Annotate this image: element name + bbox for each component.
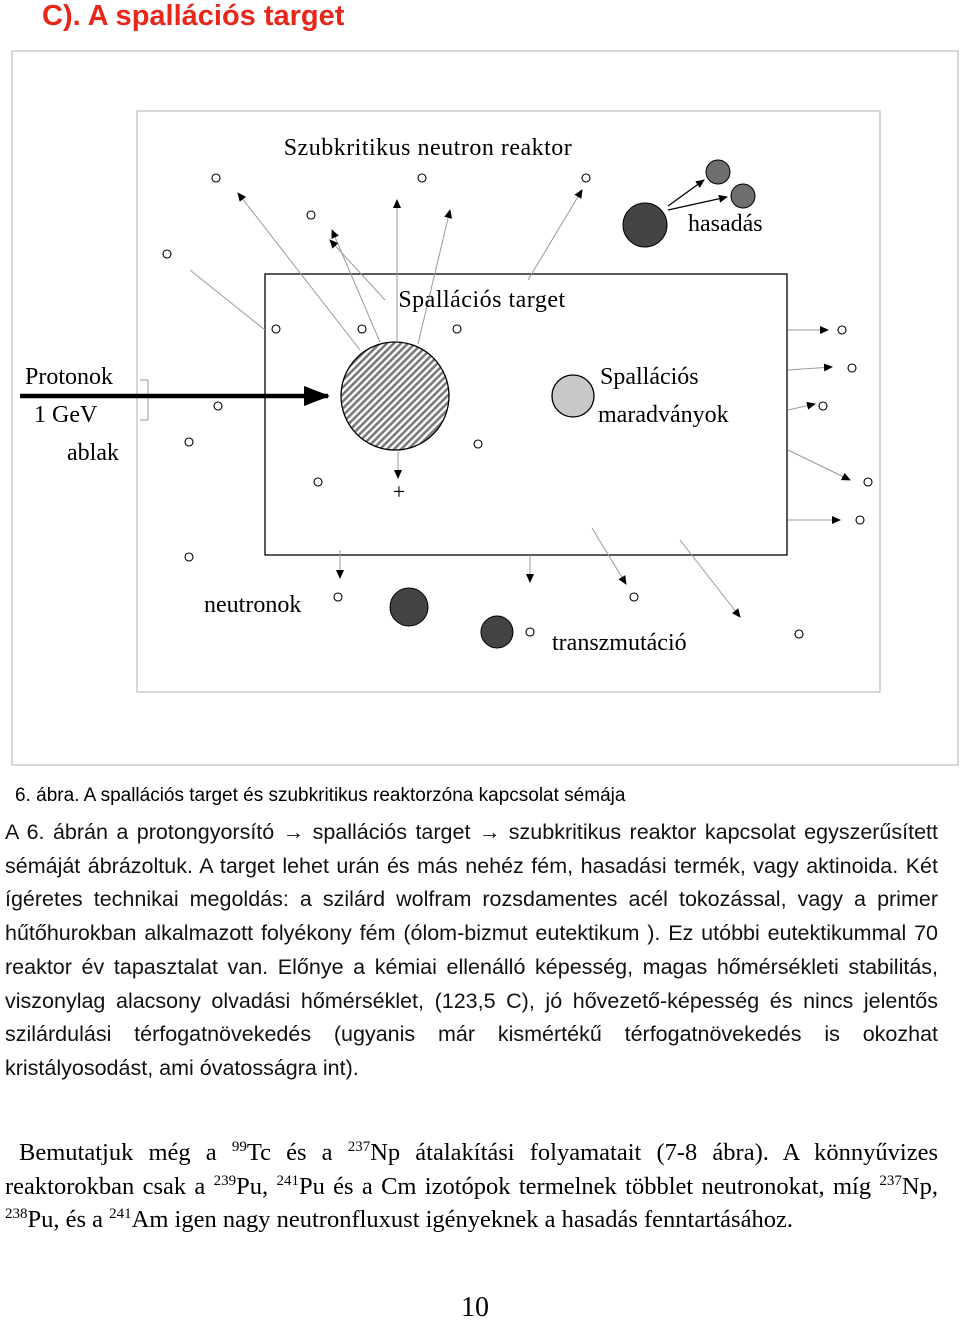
neutron — [818, 401, 828, 411]
spallation-remnant-sphere — [551, 374, 595, 418]
neutron — [581, 173, 591, 183]
fission-fragment-small-1 — [705, 159, 731, 185]
neutron-track — [331, 229, 381, 343]
fission-fragment-small-2 — [730, 183, 756, 209]
neutron — [417, 173, 427, 183]
neutron — [306, 210, 316, 220]
section-heading: C). A spallációs target — [42, 0, 345, 32]
target-frame — [264, 273, 788, 556]
spallation-label-2: maradványok — [598, 402, 729, 428]
energy-label: 1 GeV — [34, 402, 98, 428]
neutron — [271, 324, 281, 334]
fission-arrow-1 — [667, 179, 705, 207]
window-label: ablak — [67, 440, 119, 466]
neutron — [211, 173, 221, 183]
neutrons-label: neutronok — [204, 592, 301, 618]
body-paragraph-2: Bemutatjuk még a 99Tc és a 237Np átalakí… — [5, 1139, 938, 1234]
proton-window-bracket — [140, 379, 149, 421]
neutron — [357, 324, 367, 334]
protons-label: Protonok — [25, 364, 113, 390]
neutron — [184, 552, 194, 562]
fission-label: hasadás — [688, 211, 763, 237]
outer-frame — [11, 50, 959, 766]
neutron — [525, 627, 535, 637]
plus-sign: + — [393, 479, 405, 504]
neutron — [837, 325, 847, 335]
neutron-track — [189, 269, 266, 331]
reactor-title: Szubkritikus neutron reaktor — [284, 135, 573, 161]
neutron-track — [787, 363, 833, 372]
reactor-frame — [136, 110, 881, 693]
neutron-track — [417, 209, 453, 345]
neutron — [847, 363, 857, 373]
neutron — [452, 324, 462, 334]
neutron — [855, 515, 865, 525]
figure-caption: 6. ábra. A spallációs target és szubkrit… — [15, 785, 626, 806]
spallation-label-1: Spallációs — [600, 364, 699, 390]
neutron — [313, 477, 323, 487]
neutron — [162, 249, 172, 259]
neutron-track — [787, 449, 851, 481]
page-number: 10 — [461, 1292, 489, 1323]
neutron — [629, 592, 639, 602]
neutron — [794, 629, 804, 639]
transmutation-sphere-1 — [389, 587, 429, 627]
neutron — [473, 439, 483, 449]
neutron-track — [527, 189, 583, 281]
target-nucleus — [340, 341, 450, 451]
target-title: Spallációs target — [398, 287, 565, 313]
neutron-track — [787, 401, 816, 411]
transmutation-label: transzmutáció — [552, 630, 687, 656]
neutron-track — [591, 527, 627, 585]
neutron-track — [679, 539, 741, 618]
neutron — [333, 592, 343, 602]
transmutation-sphere-2 — [480, 615, 514, 649]
fission-arrow-2 — [667, 194, 728, 211]
neutron — [213, 401, 223, 411]
neutron — [184, 437, 194, 447]
neutron — [863, 477, 873, 487]
neutron-track — [329, 239, 386, 301]
neutron-track — [237, 192, 361, 351]
spallation-figure: Szubkritikus neutron reaktor Spallációs … — [11, 50, 959, 766]
body-paragraph-1: A 6. ábrán a protongyorsító → spallációs… — [5, 820, 938, 1080]
fission-fragment-large — [622, 202, 668, 248]
